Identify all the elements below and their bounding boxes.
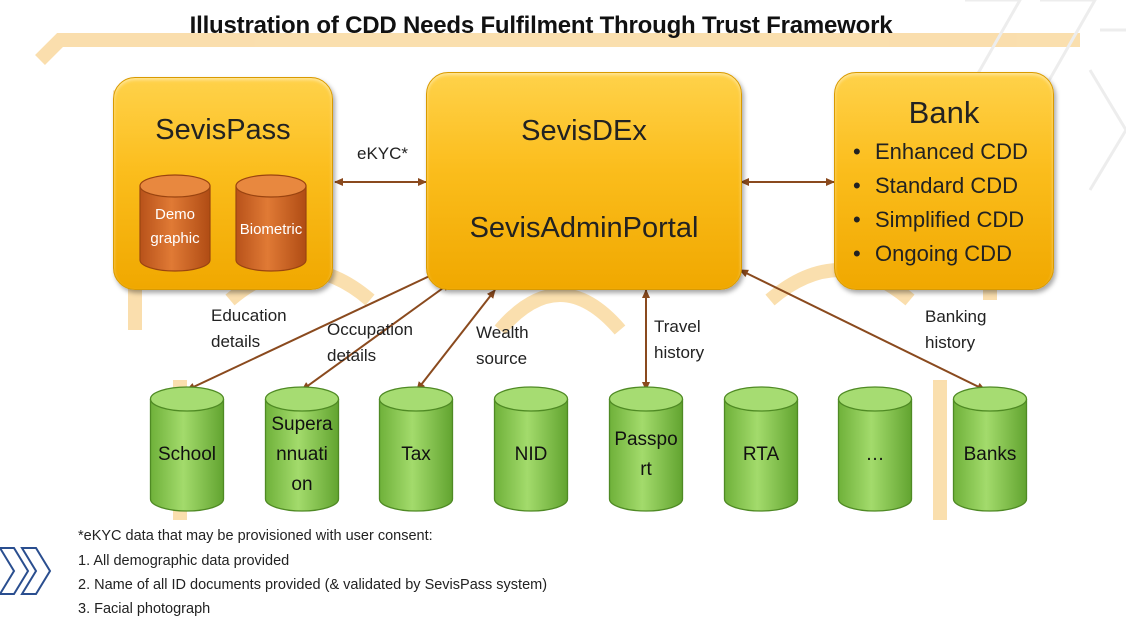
- wealth-label-1: Wealth: [476, 323, 529, 342]
- bank-cdd-list: Enhanced CDD Standard CDD Simplified CDD…: [853, 135, 1028, 271]
- education-label-1: Education: [211, 306, 287, 325]
- source-label: RTA: [742, 444, 780, 465]
- bank-cdd-item: Simplified CDD: [853, 203, 1028, 237]
- biometric-label: Biometric: [239, 221, 303, 238]
- source-database: School: [149, 386, 225, 512]
- occupation-label-1: Occupation: [327, 320, 413, 339]
- source-database: Tax: [378, 386, 454, 512]
- travel-label-1: Travel: [654, 317, 701, 336]
- travel-label-2: history: [654, 343, 705, 362]
- footnote-item: 1. All demographic data provided: [78, 553, 290, 569]
- green-cylinder-icon: [149, 386, 225, 512]
- source-database: Passpo rt: [608, 386, 684, 512]
- arrow-wealth: [416, 289, 496, 391]
- source-label: Tax: [401, 444, 431, 465]
- wealth-label-2: source: [476, 349, 528, 368]
- sevisdex-box: SevisDEx SevisAdminPortal: [426, 72, 742, 290]
- biometric-database-icon: [235, 174, 307, 272]
- bank-title: Bank: [908, 95, 980, 130]
- source-database: NID: [493, 386, 569, 512]
- footnote-heading: *eKYC data that may be provisioned with …: [78, 528, 433, 544]
- green-cylinder-icon: [723, 386, 799, 512]
- demographic-database-icon: [139, 174, 211, 272]
- demographic-label-2: graphic: [150, 230, 200, 247]
- bank-cdd-item: Enhanced CDD: [853, 135, 1028, 169]
- ekyc-label: eKYC*: [357, 144, 409, 163]
- source-label: NID: [514, 444, 548, 465]
- chevron-icon: [0, 547, 30, 595]
- sevispass-title: SevisPass: [155, 114, 291, 146]
- source-database: Banks: [952, 386, 1028, 512]
- source-label: Supera nnuati on: [271, 414, 333, 495]
- bank-cdd-item: Standard CDD: [853, 169, 1028, 203]
- source-label: Banks: [963, 444, 1017, 465]
- green-cylinder-icon: [378, 386, 454, 512]
- page-title: Illustration of CDD Needs Fulfilment Thr…: [189, 12, 893, 39]
- demographic-label-1: Demo: [154, 206, 195, 223]
- sevispass-box: SevisPass Demo graphic Biometric: [113, 77, 333, 290]
- chevron-icon-2: [20, 547, 52, 595]
- sevisdex-title: SevisDEx: [521, 115, 647, 147]
- footnote-item: 3. Facial photograph: [78, 601, 211, 617]
- source-database: RTA: [723, 386, 799, 512]
- sevisadminportal-title: SevisAdminPortal: [469, 212, 699, 244]
- source-label: School: [157, 444, 217, 465]
- green-cylinder-icon: [493, 386, 569, 512]
- green-cylinder-icon: [837, 386, 913, 512]
- green-cylinder-icon: [952, 386, 1028, 512]
- occupation-label-2: details: [327, 346, 377, 365]
- education-label-2: details: [211, 332, 261, 351]
- source-database: Supera nnuati on: [264, 386, 340, 512]
- banking-label-1: Banking: [925, 307, 987, 326]
- source-label: Passpo rt: [614, 429, 678, 480]
- green-cylinder-icon: [264, 386, 340, 512]
- bank-cdd-item: Ongoing CDD: [853, 237, 1028, 271]
- banking-label-2: history: [925, 333, 976, 352]
- source-database: …: [837, 386, 913, 512]
- footnote-item: 2. Name of all ID documents provided (& …: [78, 577, 548, 593]
- arrow-banking: [739, 269, 986, 391]
- bank-box: Bank Enhanced CDD Standard CDD Simplifie…: [834, 72, 1054, 290]
- green-cylinder-icon: [608, 386, 684, 512]
- source-label: …: [865, 444, 885, 465]
